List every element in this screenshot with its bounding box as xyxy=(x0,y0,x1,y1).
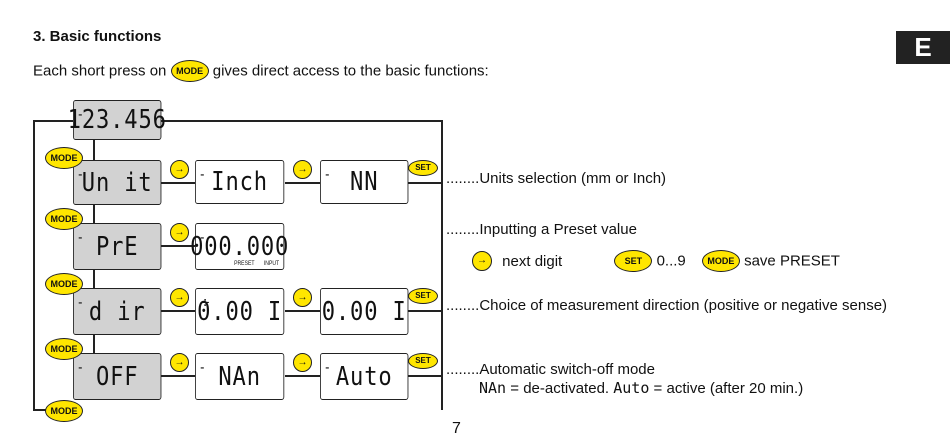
set-button-icon: SET xyxy=(614,250,653,272)
input-sub-label: INPUT xyxy=(263,261,280,267)
positive-direction-display: ÷0.00 I xyxy=(195,288,285,335)
units-description: ........Units selection (mm or Inch) xyxy=(446,170,667,187)
set-button-icon: SET xyxy=(408,353,438,369)
next-digit-icon: → xyxy=(293,288,312,307)
page-number: 7 xyxy=(452,420,461,437)
manual-off-value: NAn xyxy=(218,361,261,392)
next-digit-icon: → xyxy=(293,160,312,179)
next-digit-icon: → xyxy=(170,288,189,307)
spine-line xyxy=(93,140,95,160)
next-digit-label: next digit xyxy=(502,252,563,270)
positive-direction-value: 0.00 I xyxy=(197,296,283,327)
main-display-value: 123.456 xyxy=(67,105,167,135)
row-line xyxy=(285,310,320,312)
row-line xyxy=(285,375,320,377)
left-loop-line xyxy=(33,120,35,410)
intro-text: Each short press on MODE gives direct ac… xyxy=(33,60,489,82)
row-line xyxy=(160,375,195,377)
mm-display-value: NN xyxy=(350,167,379,197)
preset-display: -PrE xyxy=(73,223,162,270)
row-line xyxy=(408,375,442,377)
entry-line xyxy=(33,120,73,122)
mode-button-icon: MODE xyxy=(45,208,83,230)
row-line xyxy=(285,182,320,184)
direction-display: -d ir xyxy=(73,288,162,335)
intro-after: gives direct access to the basic functio… xyxy=(212,62,489,80)
negative-direction-display: -0.00 I xyxy=(320,288,409,335)
row-line xyxy=(160,245,195,247)
set-button-icon: SET xyxy=(408,288,438,304)
next-digit-icon: → xyxy=(472,251,492,271)
language-tab: E xyxy=(896,31,950,64)
preset-keys-description: → next digit SET 0...9 MODE save PRESET xyxy=(472,250,840,272)
mm-display: -NN xyxy=(320,160,409,204)
next-digit-icon: → xyxy=(170,160,189,179)
digits-label: 0...9 xyxy=(656,252,686,270)
next-digit-icon: → xyxy=(170,223,189,242)
direction-display-value: d ir xyxy=(88,296,146,327)
mode-button-icon: MODE xyxy=(170,60,209,82)
next-digit-icon: → xyxy=(170,353,189,372)
spine-line xyxy=(93,335,95,353)
intro-before: Each short press on xyxy=(33,62,167,80)
inch-display-value: Inch xyxy=(211,167,268,197)
top-loop-line xyxy=(160,120,442,122)
main-display: -123.456 xyxy=(68,100,166,140)
next-digit-icon: → xyxy=(293,353,312,372)
off-detail-auto: Auto xyxy=(613,379,650,397)
row-line xyxy=(408,182,442,184)
inch-display: -Inch xyxy=(195,160,285,204)
set-button-icon: SET xyxy=(408,160,438,176)
preset-display-value: PrE xyxy=(95,231,139,262)
section-heading: 3. Basic functions xyxy=(33,28,162,45)
negative-direction-value: 0.00 I xyxy=(321,296,407,327)
unit-display: -Un it xyxy=(73,160,162,205)
preset-description: ........Inputting a Preset value xyxy=(446,221,637,238)
spine-line xyxy=(93,205,95,223)
off-display: -OFF xyxy=(73,353,162,400)
row-line xyxy=(160,310,195,312)
row-line xyxy=(408,310,442,312)
right-loop-line xyxy=(441,120,443,410)
mode-button-icon: MODE xyxy=(45,147,83,169)
off-detail-deactivated: = de-activated. xyxy=(510,380,610,397)
direction-description: ........Choice of measurement direction … xyxy=(446,297,888,314)
mode-button-icon: MODE xyxy=(701,250,740,272)
preset-value: 000.000 xyxy=(190,231,290,262)
auto-off-display: -Auto xyxy=(320,353,409,400)
mode-button-icon: MODE xyxy=(45,338,83,360)
preset-value-display: -000.000 PRESET INPUT xyxy=(190,223,288,270)
row-line xyxy=(160,182,195,184)
off-detail-active: = active (after 20 min.) xyxy=(653,380,804,397)
mode-button-icon: MODE xyxy=(45,400,83,422)
unit-display-value: Un it xyxy=(81,167,153,198)
spine-line xyxy=(93,270,95,288)
save-preset-label: save PRESET xyxy=(744,252,840,270)
off-description: ........Automatic switch-off mode xyxy=(446,361,655,378)
mode-button-icon: MODE xyxy=(45,273,83,295)
auto-off-value: Auto xyxy=(335,361,393,392)
manual-off-display: -NAn xyxy=(195,353,285,400)
off-detail-man: NAn xyxy=(479,379,507,397)
off-detail-description: NAn = de-activated. Auto = active (after… xyxy=(479,379,803,397)
off-display-value: OFF xyxy=(95,361,139,392)
preset-sub-label: PRESET xyxy=(234,261,255,267)
